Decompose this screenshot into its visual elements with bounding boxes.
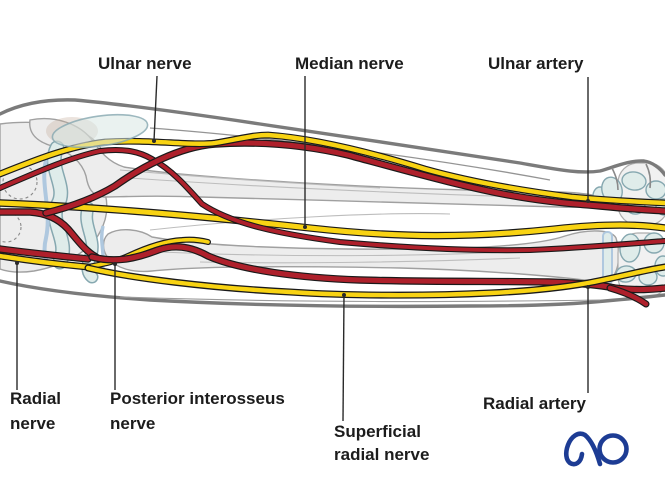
ulnar-artery-label: Ulnar artery bbox=[488, 54, 584, 73]
wrist-crease bbox=[611, 167, 619, 191]
superficial-radial-label-line1: Superficial bbox=[334, 422, 421, 441]
posterior-interosseus-leader-dot bbox=[113, 262, 117, 266]
ulnar-nerve-leader-dot bbox=[152, 139, 156, 143]
skin-outline bbox=[0, 98, 665, 309]
superficial-radial-label-line2: radial nerve bbox=[334, 445, 429, 464]
ulnar-nerve-leader-line bbox=[153, 75, 158, 142]
skin-top-line bbox=[0, 98, 665, 177]
median-nerve-leader-dot bbox=[303, 225, 307, 229]
posterior-interosseus-label-line2: nerve bbox=[110, 414, 155, 433]
superficial-radial-leader-line bbox=[342, 294, 345, 422]
posterior-interosseus-label-line1: Posterior interosseus bbox=[110, 389, 285, 408]
wrist-crease bbox=[645, 163, 652, 189]
skin-bottom-line bbox=[0, 279, 665, 309]
superficial-radial-leader-dot bbox=[342, 293, 346, 297]
radial-nerve-label-line1: Radial bbox=[10, 389, 61, 408]
ao-logo-o bbox=[597, 433, 629, 465]
ulnar-nerve-label: Ulnar nerve bbox=[98, 54, 192, 73]
ao-logo-a bbox=[563, 431, 603, 467]
median-nerve-label: Median nerve bbox=[295, 54, 404, 73]
ao-logo-icon bbox=[563, 431, 629, 467]
bones bbox=[0, 117, 665, 298]
radial-nerve-label-line2: nerve bbox=[10, 414, 55, 433]
radial-nerve-leader-dot bbox=[15, 261, 19, 265]
radius-bone bbox=[102, 229, 620, 284]
radial-artery-leader-dot bbox=[586, 285, 590, 289]
figure-labels: Ulnar nerve Median nerve Ulnar artery Ra… bbox=[10, 54, 587, 464]
ulnar-artery-leader-dot bbox=[586, 199, 590, 203]
fascia-line-bottom bbox=[119, 296, 601, 303]
trochlea-dashed-outline bbox=[0, 211, 22, 243]
olecranon-cartilage bbox=[46, 113, 149, 149]
radial-artery-label: Radial artery bbox=[483, 394, 587, 413]
leader-lines bbox=[15, 75, 590, 422]
